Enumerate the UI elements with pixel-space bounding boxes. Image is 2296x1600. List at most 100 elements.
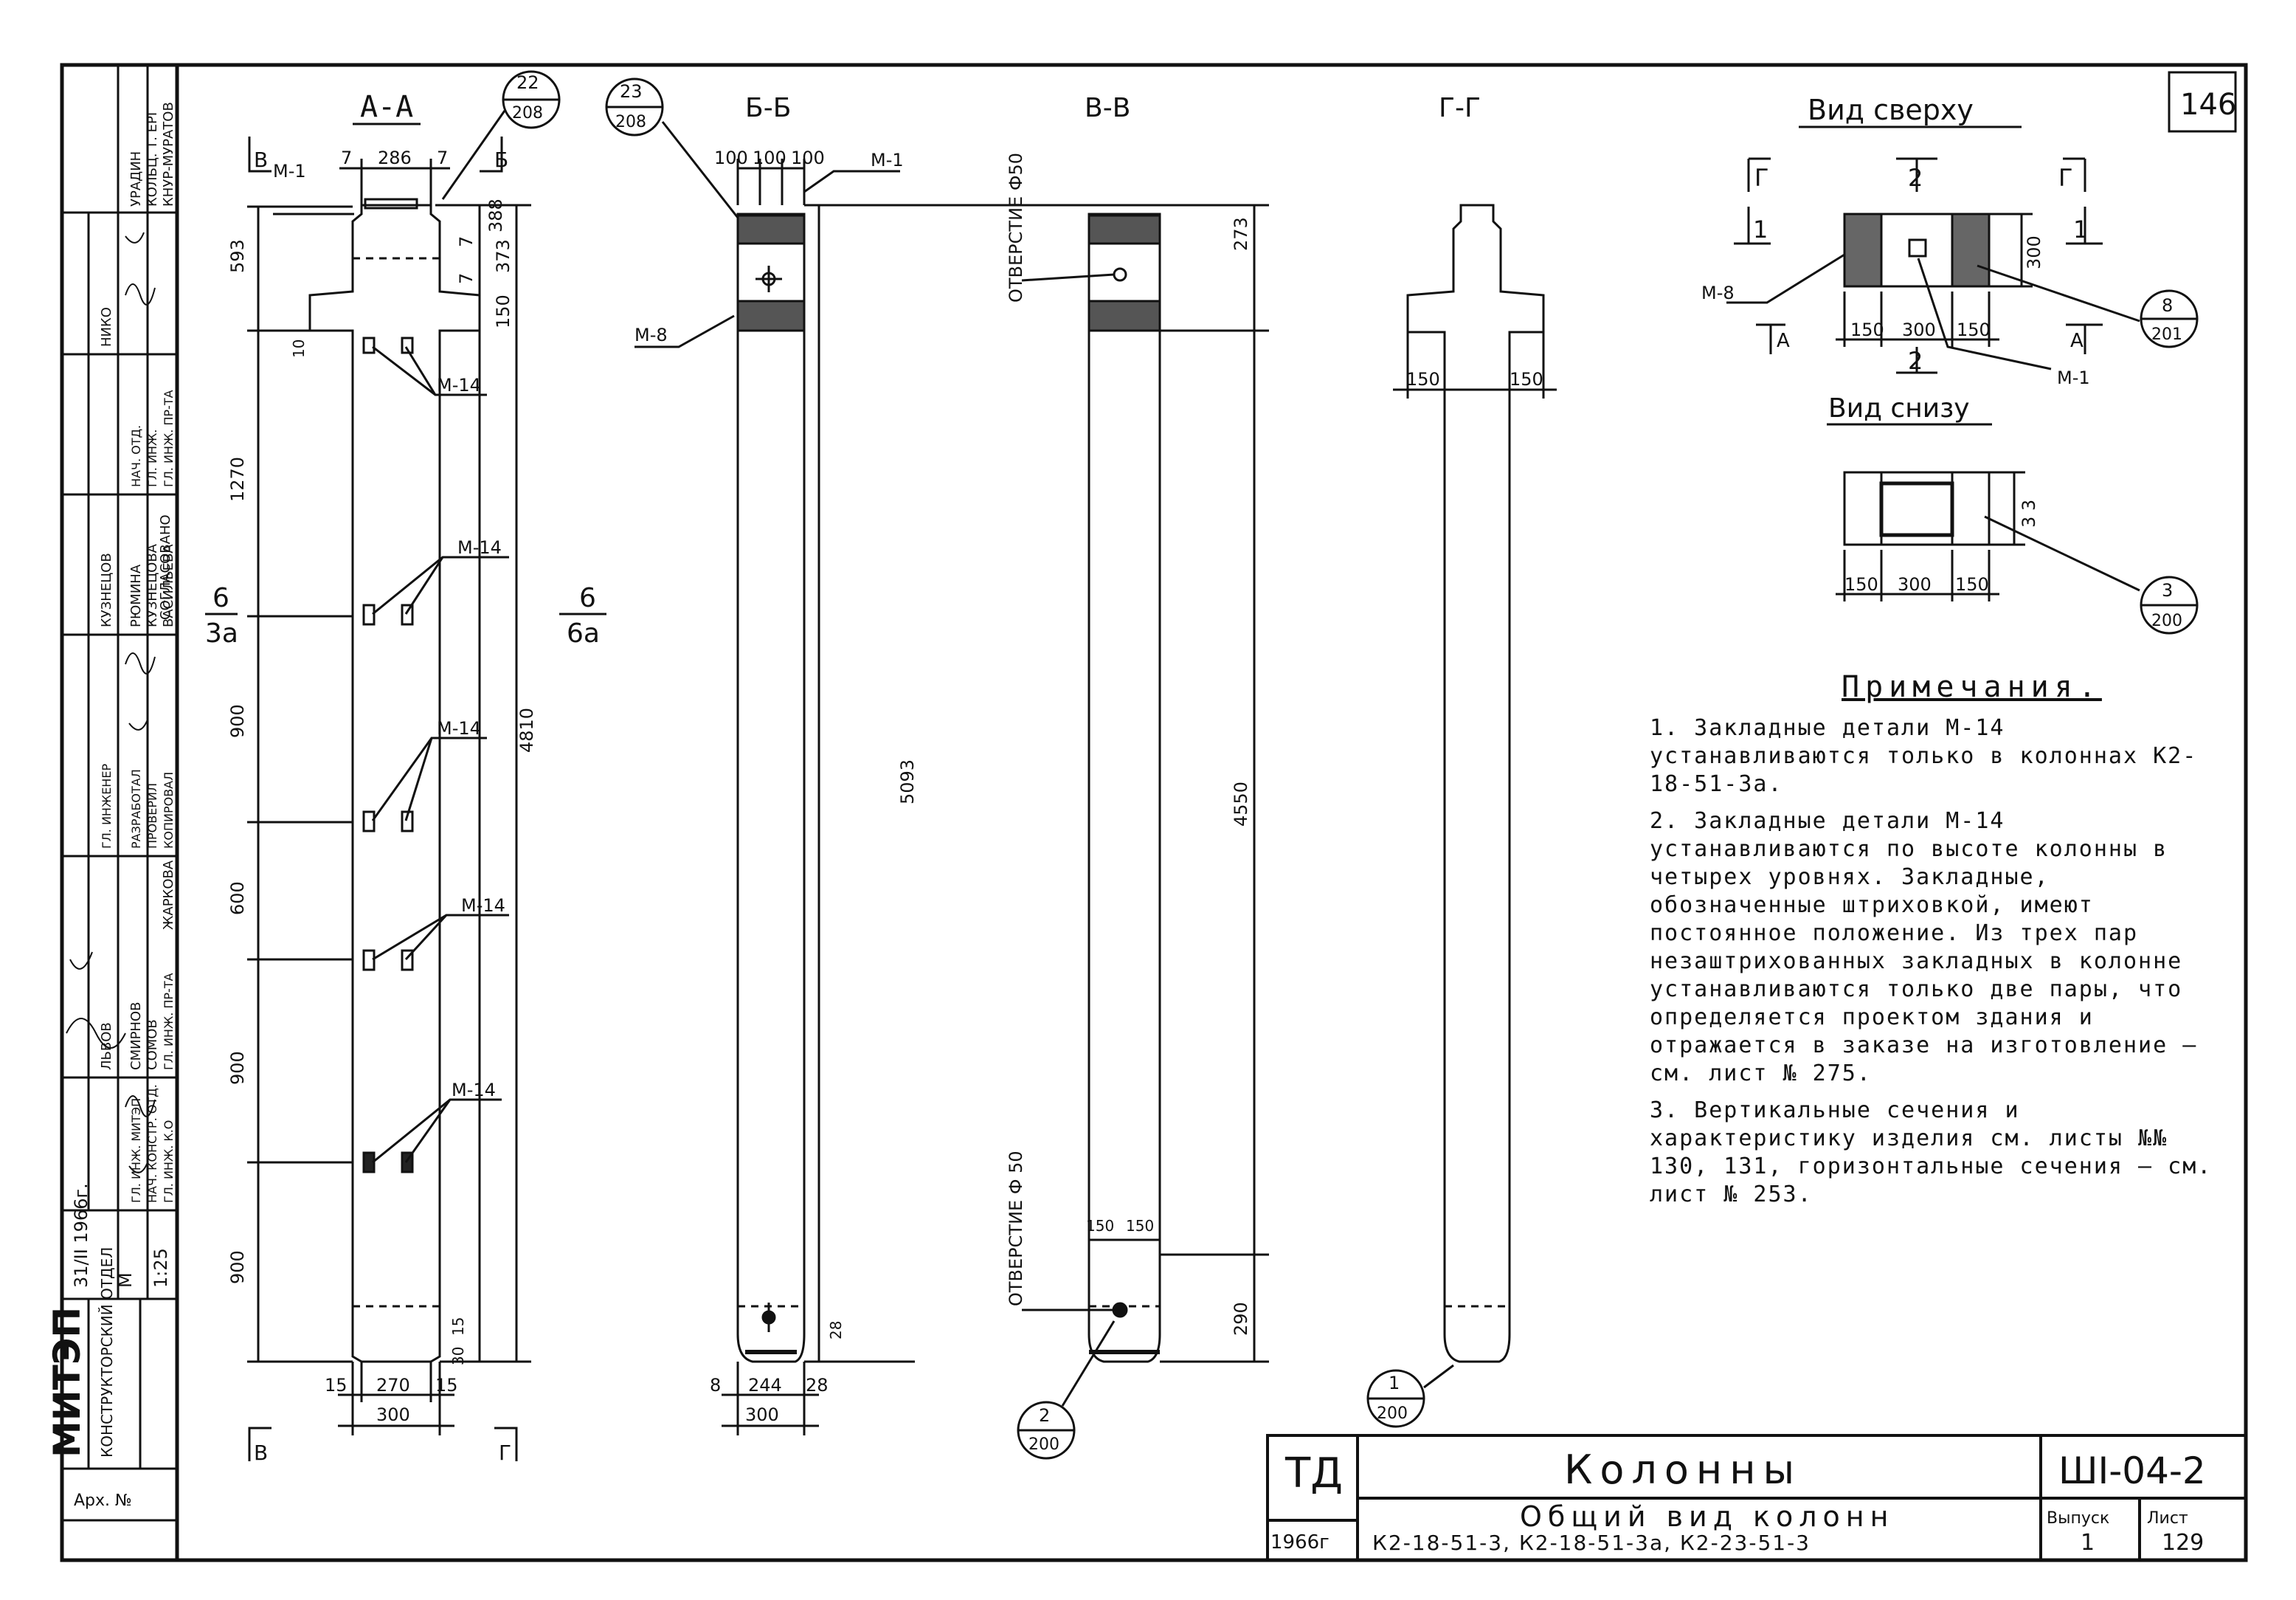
vv-hole-label: ОТВЕРСТИЕ Ф50 (1006, 153, 1026, 303)
vv-small-0: 150 (1086, 1217, 1114, 1235)
aa-dim-b0: 15 (325, 1375, 347, 1396)
aa-callout-sheet: 208 (512, 104, 543, 123)
vv-callout-sheet: 200 (1028, 1435, 1059, 1454)
tb-marks: К2-18-51-3, К2-18-51-3а, К2-23-51-3 (1372, 1531, 1811, 1555)
archive-label: Арх. № (74, 1492, 132, 1510)
bb-dim-t1: 100 (753, 148, 786, 168)
role-5: ГЛ. ИНЖ. К.О (162, 1120, 176, 1203)
section-vv-title: В-В (1085, 93, 1130, 123)
vv-callout-num: 2 (1039, 1405, 1050, 1426)
aa-dim-l2: 900 (227, 704, 248, 738)
aa-small-2: 30 (449, 1347, 467, 1365)
top-view (1726, 125, 2199, 374)
tv-mark-0: Г (1754, 164, 1769, 192)
bb-label-m8: М-8 (634, 325, 668, 345)
bb-callout-sheet: 208 (615, 113, 646, 131)
aa-dim-b2: 15 (435, 1375, 458, 1396)
aa-small-1: 15 (449, 1317, 467, 1336)
bottom-view (1827, 423, 2199, 635)
vv-dim-2: 290 (1231, 1302, 1251, 1336)
tb-issue: 1 (2081, 1530, 2095, 1556)
role-4: НАЧ. КОНСТР. ОТД. (145, 1084, 159, 1203)
aa-dim-r1: 388 (485, 199, 506, 232)
tv-dim-3: 300 (2024, 235, 2044, 269)
bb-total: 5093 (897, 759, 918, 804)
aa-callout-num: 22 (516, 72, 539, 93)
bb-dim-t0: 100 (714, 148, 748, 168)
aa-dim-r3: 373 (493, 239, 514, 273)
name-6: СОМОВ (145, 1019, 160, 1070)
signatures (66, 232, 156, 1173)
bv-callout-num: 3 (2162, 580, 2173, 601)
sheet-number: 146 (2180, 88, 2236, 122)
aa-cut-3: Г (499, 1441, 511, 1465)
note-2: 2. Закладные детали М-14 устанавливаются… (1650, 808, 2198, 1086)
section-bb-title: Б-Б (745, 93, 791, 123)
aa-dim-r5: 4810 (516, 708, 537, 753)
elev-right-bottom: 6а (567, 618, 600, 649)
gg-callout-num: 1 (1389, 1373, 1400, 1393)
role-8: РАЗРАБОТАЛ (129, 769, 143, 849)
name-2: КОЛЬЦ. Т. ЕРГ (145, 108, 160, 207)
gg-callout-sheet: 200 (1377, 1404, 1408, 1423)
top-view-title: Вид сверху (1808, 94, 1974, 126)
aa-dim-t0: 7 (341, 148, 352, 168)
aa-label-m1: М-1 (273, 161, 306, 182)
tv-mark-2: Г (2058, 164, 2073, 192)
aa-cut-0: В (254, 148, 268, 172)
section-gg-title: Г-Г (1439, 93, 1481, 123)
tb-code: ТД (1284, 1449, 1343, 1497)
name-3: КНУР-МУРАТОВ (161, 102, 176, 207)
role-2: ГЛ. ИНЖ. ПР-ТА (162, 390, 176, 487)
section-gg (1366, 204, 1557, 1428)
aa-dim-b1: 270 (376, 1375, 410, 1396)
tv-dim-2: 150 (1957, 320, 1991, 340)
section-aa: А-А (247, 70, 561, 1461)
aa-dim-l1: 1270 (227, 457, 248, 502)
approvals-header: СОГЛАСОВАНО (158, 514, 173, 620)
name-5: СМИРНОВ (128, 1002, 144, 1070)
bb-dim-t2: 100 (791, 148, 825, 168)
tb-year: 1966г (1270, 1531, 1329, 1554)
name-11: ВАСИЛЬЕВА (161, 544, 176, 627)
tv-mark-4: 1 (2073, 215, 2088, 244)
role-10: КОПИРОВАЛ (162, 772, 176, 849)
notes-title: Примечания. (1842, 670, 2102, 704)
aa-label-m14-b: М-14 (457, 537, 502, 558)
elev-left-top: 6 (212, 583, 229, 613)
bb-dim-b0: 8 (710, 1375, 721, 1396)
bb-label-m1: М-1 (871, 150, 904, 170)
bv-dim-0: 150 (1844, 574, 1878, 595)
aa-dim-l5: 900 (227, 1250, 248, 1284)
name-9: РЮМИНА (128, 564, 144, 627)
elevation-marks: 6 3а 6 6а (205, 583, 606, 649)
tv-label-m8: М-8 (1701, 283, 1735, 303)
name-7: ЖАРКОВА (161, 860, 176, 930)
tb-title: Колонны (1564, 1446, 1802, 1493)
org-dept: КОНСТРУКТОРСКИЙ ОТДЕЛ (98, 1247, 116, 1458)
vv-hole-label-2: ОТВЕРСТИЕ Ф 50 (1006, 1151, 1026, 1306)
org-name: МИТЭП (46, 1307, 89, 1458)
role-3: ГЛ. ИНЖ. МИТЭП (129, 1098, 143, 1203)
role-9: ПРОВЕРИЛ (145, 783, 159, 849)
role-6: ГЛ. ИНЖ. ПР-ТА (162, 973, 176, 1070)
tv-mark-3: 1 (1753, 215, 1768, 244)
name-0: НИКО (99, 307, 114, 347)
aa-label-m14-d: М-14 (461, 895, 505, 916)
tb-issue-label: Выпуск (2047, 1509, 2109, 1528)
tb-series: ШI-04-2 (2058, 1449, 2206, 1492)
notes-block: Примечания. 1. Закладные детали М-14 уст… (1650, 670, 2240, 1218)
aa-dim-t1: 286 (378, 148, 412, 168)
bb-dim-b2: 28 (806, 1375, 829, 1396)
sheet-number-box: 146 (2168, 71, 2237, 133)
aa-label-m14-a: М-14 (437, 375, 481, 396)
tv-callout-sheet: 201 (2151, 325, 2182, 344)
tv-mark-1: 2 (1908, 164, 1923, 192)
note-1: 1. Закладные детали М-14 устанавливаются… (1650, 715, 2198, 797)
gg-dim-1: 150 (1510, 369, 1543, 390)
bv-side-dim: 3 3 (2019, 500, 2039, 528)
tv-mark-7: А (2070, 330, 2084, 352)
bb-dim-b1: 244 (748, 1375, 782, 1396)
tv-dim-0: 150 (1850, 320, 1884, 340)
tv-dim-1: 300 (1902, 320, 1936, 340)
